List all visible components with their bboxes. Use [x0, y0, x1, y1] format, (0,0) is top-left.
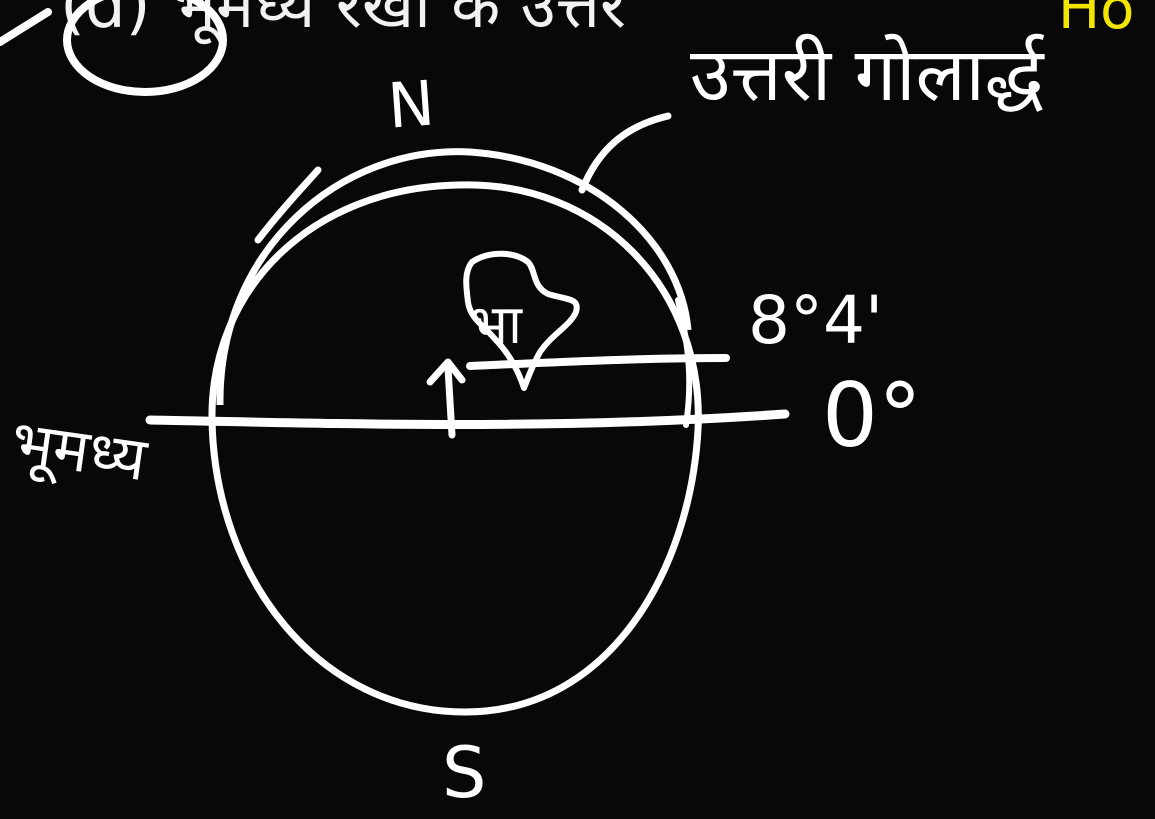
latitude-zero-label: 0°	[822, 372, 922, 460]
equator-line	[150, 414, 785, 425]
equator-label: भूमध्य	[8, 412, 150, 490]
northern-hemisphere-label: उत्तरी गोलार्द्ध	[690, 38, 1044, 112]
option-heading-text: (d) भूमध्य रेखा के उत्तर	[60, 0, 626, 38]
highlighted-corner-text: Ho	[1058, 0, 1134, 38]
globe-outline	[212, 185, 698, 712]
north-label: N	[386, 72, 437, 137]
arrow-stroke-top-left	[0, 12, 48, 42]
latitude-india-label: 8°4'	[748, 288, 883, 354]
south-label: S	[442, 738, 486, 808]
hemisphere-pointer	[582, 116, 668, 190]
up-arrow-shaft	[448, 368, 452, 435]
india-label: भा	[470, 298, 522, 352]
